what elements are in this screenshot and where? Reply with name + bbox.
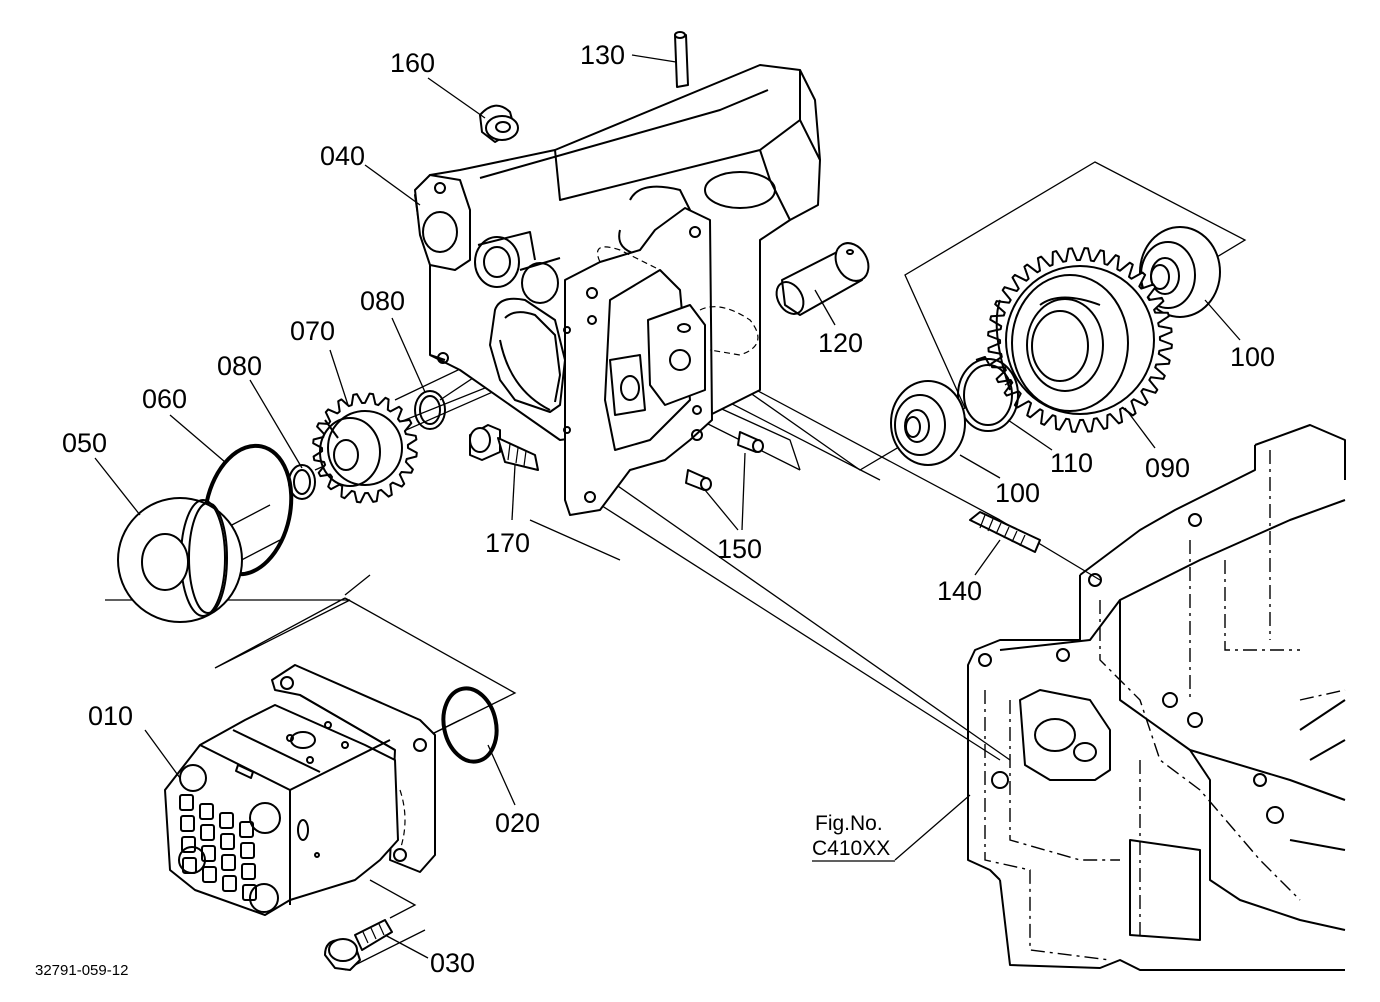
pump-port [200, 824, 215, 841]
shaft-120 [775, 242, 870, 316]
callout-170: 170 [485, 528, 530, 558]
figure-ref-line1: Fig.No. [815, 812, 883, 835]
tractor-frame-part [967, 424, 1346, 971]
pump-port [241, 863, 256, 880]
dowel-pins-150 [685, 431, 764, 491]
pump-port [222, 875, 237, 892]
diagram-id: 32791-059-12 [35, 962, 128, 979]
callout-010: 010 [88, 701, 133, 731]
callout-110: 110 [1050, 448, 1093, 478]
callout-060: 060 [142, 384, 187, 414]
callout-080-right: 080 [360, 286, 405, 316]
callout-100-middle: 100 [995, 478, 1040, 508]
pump-port [221, 854, 236, 871]
callout-150: 150 [717, 534, 762, 564]
pin-130 [674, 31, 689, 88]
ball-bearing-100-middle [890, 380, 966, 466]
o-ring-020 [441, 686, 499, 764]
pump-port [219, 812, 234, 829]
hydraulic-pump-010 [164, 664, 436, 916]
callout-070: 070 [290, 316, 335, 346]
pump-port [220, 833, 235, 850]
figure-reference: Fig.No. C410XX [812, 812, 890, 860]
gear-090 [987, 247, 1173, 433]
pump-port [242, 884, 257, 901]
callout-120: 120 [818, 328, 863, 358]
callout-leader-lines [94, 54, 1241, 959]
pump-port [239, 821, 254, 838]
pump-port [181, 836, 196, 853]
pump-port [182, 857, 197, 874]
stud-140 [969, 511, 1041, 553]
pump-port [201, 845, 216, 862]
bolt-170 [469, 424, 539, 471]
callout-100-upper: 100 [1230, 342, 1275, 372]
gasket-plate [563, 207, 759, 516]
pump-port [202, 866, 217, 883]
callout-140: 140 [937, 576, 982, 606]
callout-030: 030 [430, 948, 475, 978]
callout-090: 090 [1145, 453, 1190, 483]
gear-070 [312, 392, 418, 504]
figure-ref-line2: C410XX [812, 837, 890, 860]
callout-labels: 010 020 030 040 050 060 070 080 080 090 … [62, 40, 1275, 978]
bolt-030 [324, 919, 393, 971]
plug-160 [479, 104, 519, 143]
cover-plate-050 [117, 497, 243, 623]
pump-port [180, 815, 195, 832]
callout-160: 160 [390, 48, 435, 78]
pump-port [240, 842, 255, 859]
callout-040: 040 [320, 141, 365, 171]
pump-port [199, 803, 214, 820]
callout-050: 050 [62, 428, 107, 458]
callout-130: 130 [580, 40, 625, 70]
snap-ring-110 [957, 356, 1019, 432]
pump-port [179, 794, 194, 811]
gear-case-housing-040 [414, 64, 821, 441]
callout-020: 020 [495, 808, 540, 838]
snap-ring-080-right [414, 390, 446, 430]
callout-080-left: 080 [217, 351, 262, 381]
